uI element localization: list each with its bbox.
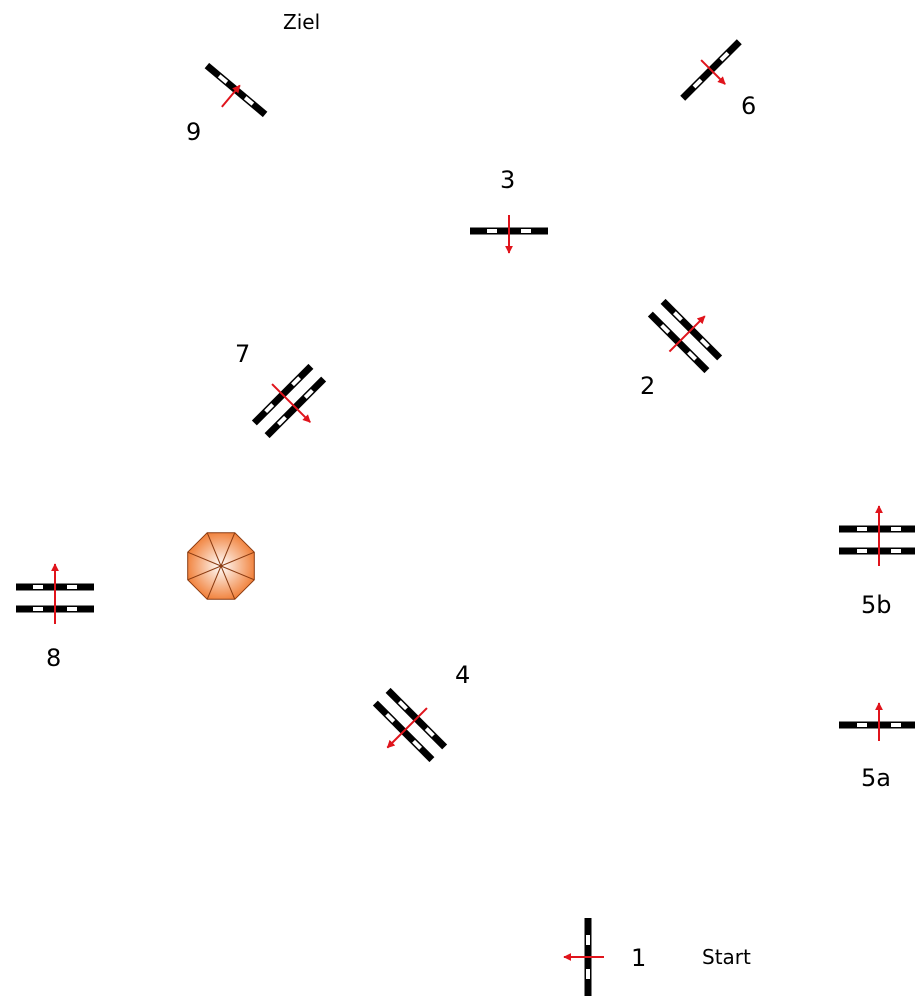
pole	[839, 547, 915, 555]
obstacle-1	[563, 918, 604, 996]
label-1: 1	[631, 944, 646, 972]
label-5b: 5b	[861, 591, 892, 619]
direction-arrow	[386, 707, 428, 749]
label-2: 2	[640, 372, 655, 400]
label-7: 7	[235, 340, 250, 368]
direction-arrow	[668, 315, 706, 353]
direction-arrow	[221, 84, 241, 108]
obstacle-4	[372, 687, 448, 763]
label-5a: 5a	[861, 764, 891, 792]
label-8: 8	[46, 644, 61, 672]
obstacle-3	[470, 215, 548, 254]
obstacle-2	[647, 298, 723, 374]
start-label: Start	[702, 945, 751, 969]
pole	[839, 721, 915, 729]
label-4: 4	[455, 661, 470, 689]
direction-arrow	[700, 59, 726, 85]
pole	[839, 525, 915, 533]
obstacle-5b	[839, 505, 915, 566]
umbrella-icon	[187, 532, 255, 600]
obstacle-5a	[839, 702, 915, 741]
obstacle-6	[680, 39, 742, 101]
label-6: 6	[741, 92, 756, 120]
finish-label: Ziel	[283, 10, 320, 34]
obstacle-9	[204, 62, 268, 118]
obstacle-7	[251, 363, 327, 439]
label-9: 9	[186, 118, 201, 146]
obstacle-8	[16, 563, 94, 624]
label-3: 3	[500, 166, 515, 194]
direction-arrow	[271, 383, 311, 423]
